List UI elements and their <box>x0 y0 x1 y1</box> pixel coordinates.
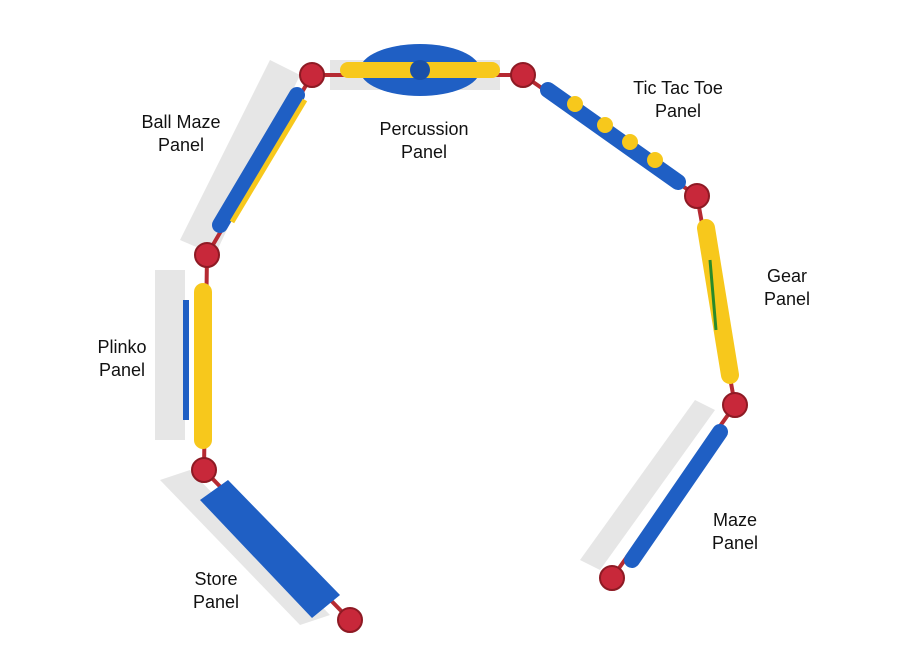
label-line: Panel <box>654 101 702 121</box>
gear-panel-graphic <box>697 219 739 384</box>
posts <box>191 62 748 633</box>
label-percussion-panel: Percussion Panel <box>379 118 468 164</box>
label-tic-tac-toe-panel: Tic Tac Toe Panel <box>633 77 723 123</box>
label-plinko-panel: Plinko Panel <box>97 336 146 382</box>
label-line: Maze <box>712 510 758 530</box>
label-line: Panel <box>711 533 759 553</box>
label-line: Panel <box>763 289 811 309</box>
label-line: Panel <box>157 135 205 155</box>
label-ball-maze-panel: Ball Maze Panel <box>141 111 220 157</box>
label-line: Ball Maze <box>141 112 221 132</box>
label-line: Panel <box>98 360 146 380</box>
percussion-panel-graphic <box>340 44 500 96</box>
label-line: Panel <box>192 592 240 612</box>
label-gear-panel: Gear Panel <box>764 265 810 311</box>
label-line: Panel <box>400 142 448 162</box>
label-line: Gear <box>766 266 808 286</box>
maze-panel-graphic <box>624 424 728 568</box>
label-maze-panel: Maze Panel <box>712 509 758 555</box>
label-line: Store <box>194 569 238 589</box>
label-store-panel: Store Panel <box>193 568 239 614</box>
label-line: Percussion <box>379 119 469 139</box>
label-line: Plinko <box>97 337 147 357</box>
store-panel-graphic <box>200 480 340 618</box>
tic-tac-toe-panel-graphic <box>540 82 686 190</box>
ball-maze-panel-graphic <box>212 87 308 233</box>
plinko-panel-graphic <box>183 283 212 449</box>
label-line: Tic Tac Toe <box>633 78 723 98</box>
